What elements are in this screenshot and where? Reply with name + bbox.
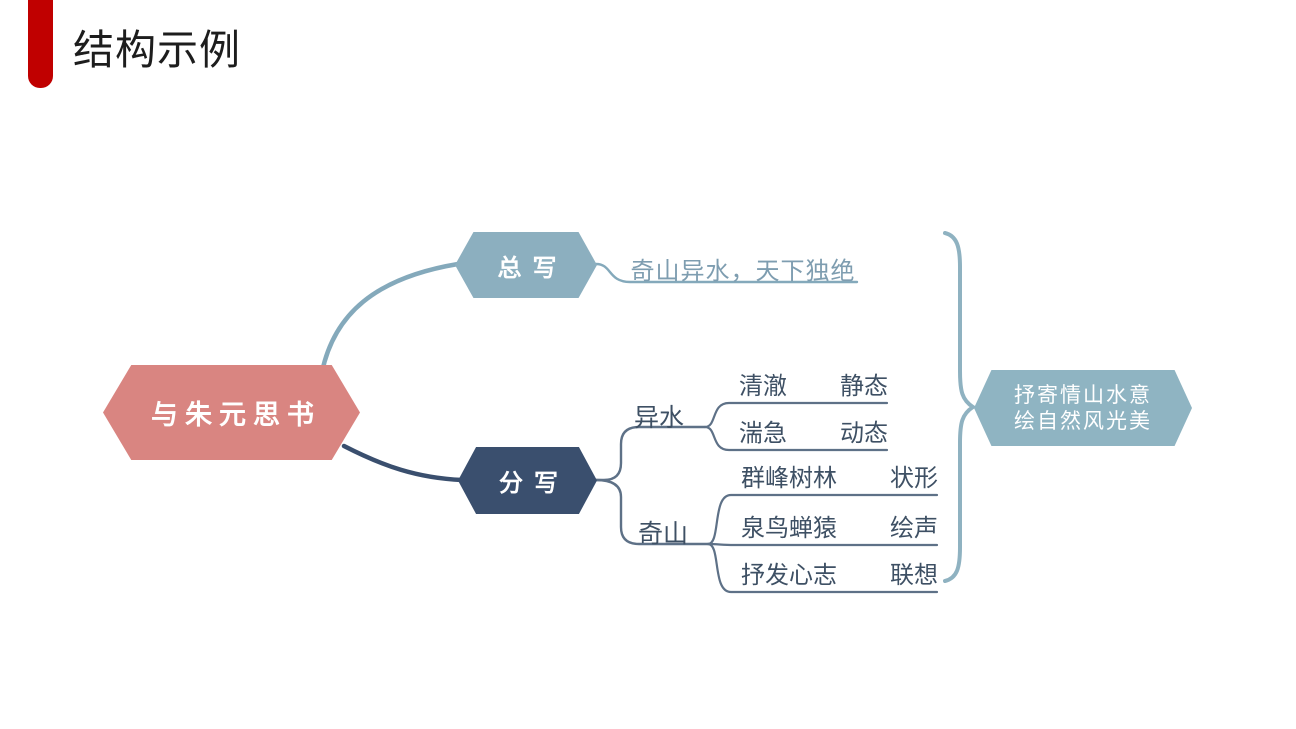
detail-node: 分写 <box>458 447 597 514</box>
water-item-mode: 静态 <box>840 374 888 400</box>
connector-mountain-item-2 <box>706 542 939 547</box>
mountain-item-feature: 抒发心志 <box>741 563 837 589</box>
connector-water-item-2 <box>703 425 889 452</box>
mountain-item-mode: 状形 <box>890 466 938 492</box>
connector-water-item-1 <box>703 401 889 429</box>
connector-detail-mountain <box>594 478 710 546</box>
mountain-branch-label: 奇山 <box>638 521 689 548</box>
summary-line-1: 抒寄情山水意 <box>1014 383 1152 407</box>
mountain-item-row: 泉鸟蝉猿 绘声 <box>724 516 938 543</box>
mountain-item-row: 群峰树林 状形 <box>724 466 938 493</box>
mountain-item-row: 抒发心志 联想 <box>724 563 938 590</box>
summary-node: 抒寄情山水意 绘自然风光美 <box>974 370 1192 446</box>
overview-node-label: 总写 <box>497 254 568 282</box>
water-item-feature: 湍急 <box>739 421 787 447</box>
overview-note-text: 奇山异水，天下独绝 <box>630 259 856 285</box>
detail-node-label: 分写 <box>499 470 569 497</box>
title-accent-bar <box>28 0 53 88</box>
curly-brace-icon <box>943 231 977 583</box>
connector-mountain-item-3 <box>706 542 939 594</box>
page-title: 结构示例 <box>73 27 241 73</box>
root-node: 与朱元思书 <box>103 365 360 460</box>
connector-overview-note <box>594 262 859 284</box>
mountain-item-mode: 绘声 <box>890 516 938 542</box>
water-branch-label: 异水 <box>634 405 685 432</box>
connector-root-overview <box>319 261 461 375</box>
root-node-label: 与朱元思书 <box>151 400 321 430</box>
summary-line-2: 绘自然风光美 <box>1014 409 1152 433</box>
connector-detail-water <box>594 425 707 482</box>
water-item-row: 湍急 动态 <box>714 421 888 448</box>
water-item-feature: 清澈 <box>739 374 787 400</box>
mountain-item-feature: 泉鸟蝉猿 <box>741 516 837 542</box>
connector-root-detail <box>341 443 465 483</box>
water-item-mode: 动态 <box>840 421 888 447</box>
mountain-item-feature: 群峰树林 <box>741 466 837 492</box>
connector-mountain-item-1 <box>706 493 939 546</box>
mountain-item-mode: 联想 <box>890 563 938 589</box>
water-item-row: 清澈 静态 <box>714 374 888 401</box>
overview-node: 总写 <box>455 232 597 298</box>
